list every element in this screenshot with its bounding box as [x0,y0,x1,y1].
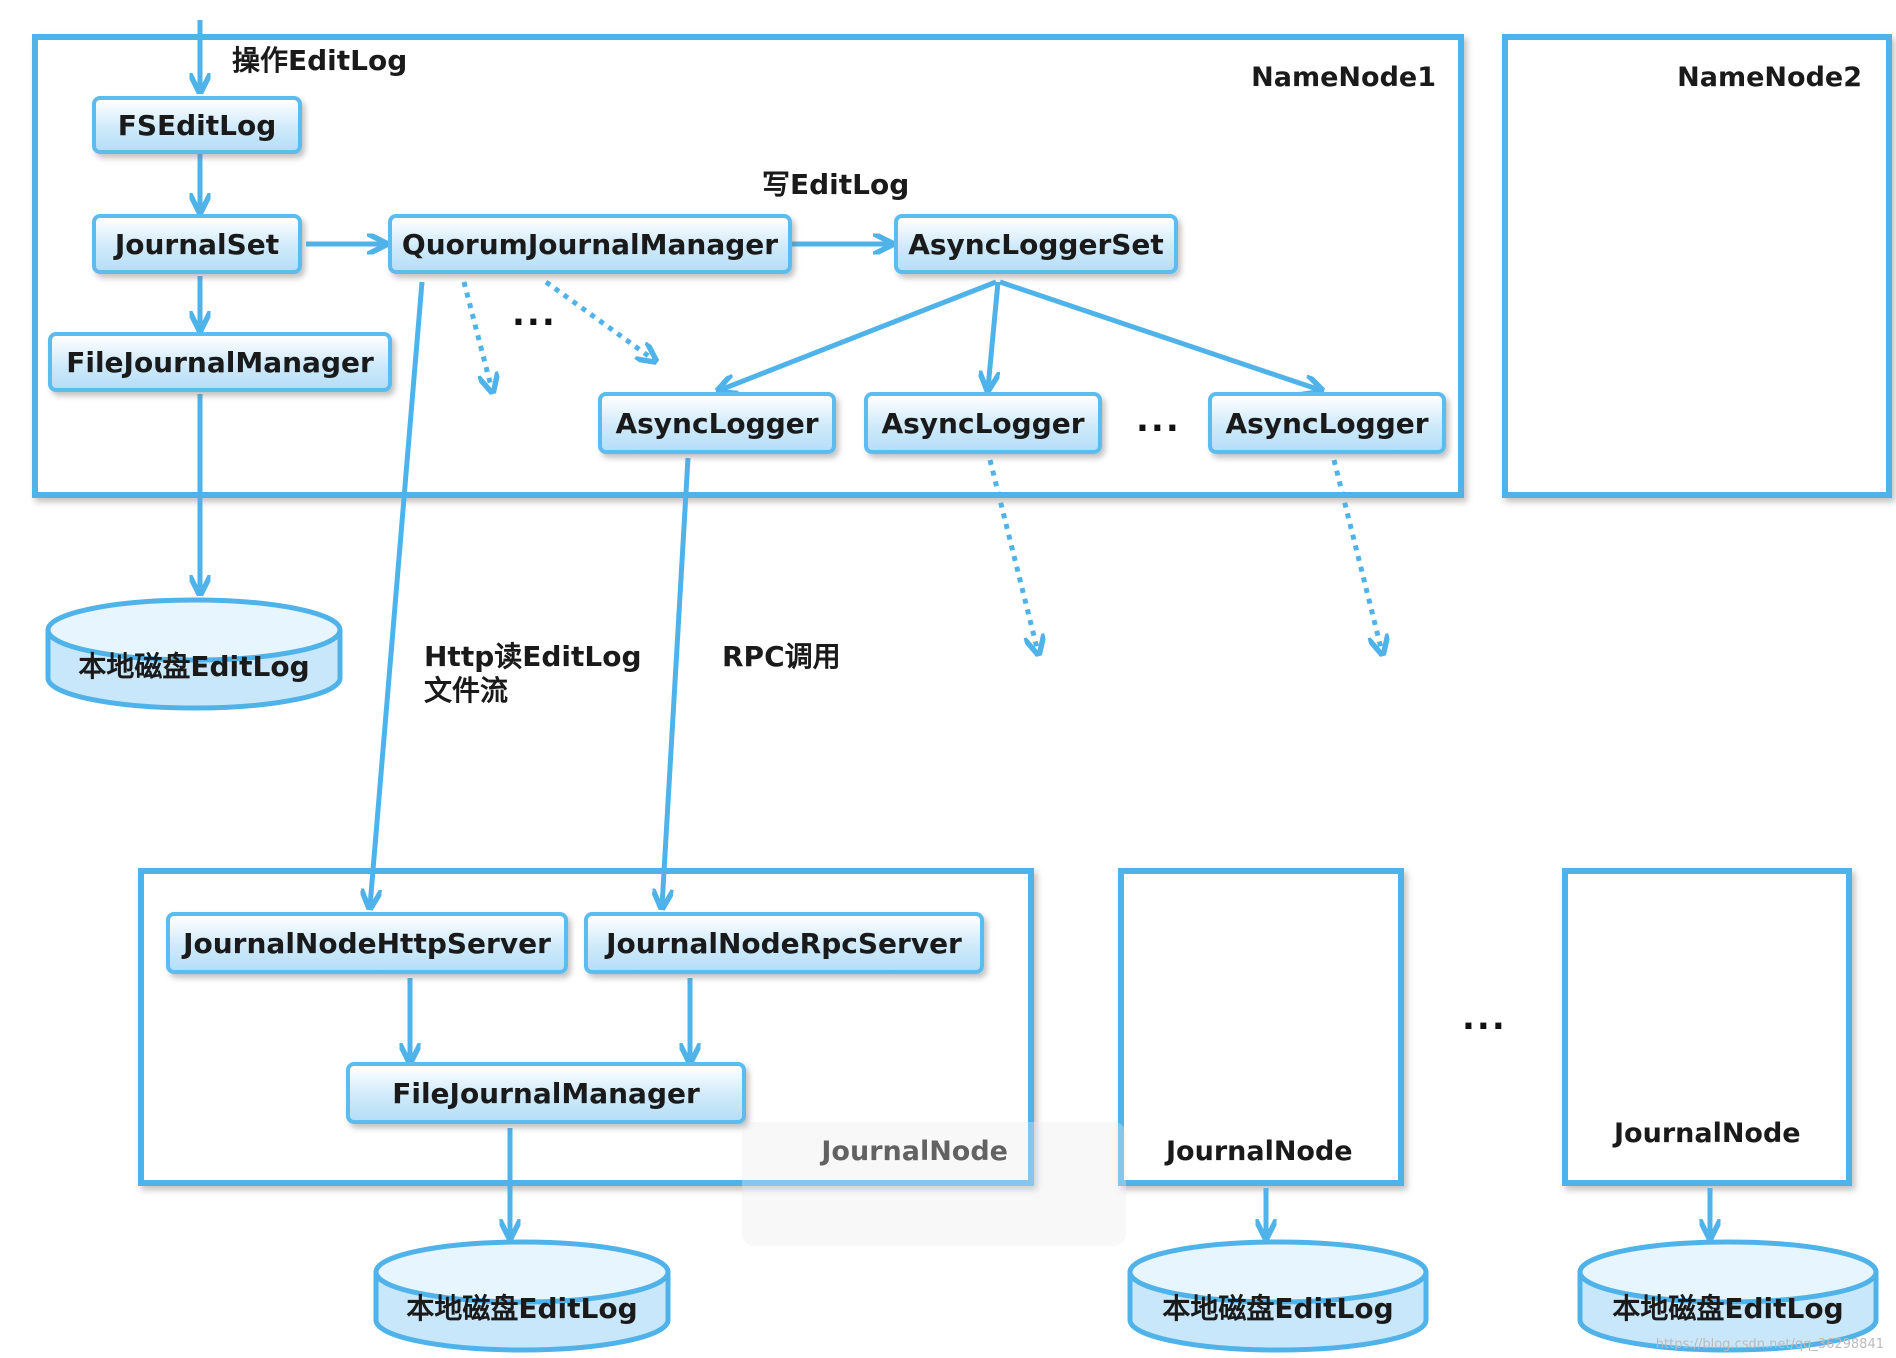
journalnode-http-server-node: JournalNodeHttpServer [166,912,568,974]
http-read-label-line1: Http读EditLog [424,640,642,673]
dotted-arrow-logger2-out [987,459,1038,652]
disk-nn: 本地磁盘EditLog [45,597,343,711]
disk-jn2-label: 本地磁盘EditLog [1162,1292,1393,1325]
namenode1-label: NameNode1 [1251,62,1436,93]
asyncloggerset-node: AsyncLoggerSet [894,214,1178,274]
disk-nn-label: 本地磁盘EditLog [78,650,309,683]
disk-jn1-label: 本地磁盘EditLog [406,1292,637,1325]
fseditlog-node: FSEditLog [92,96,302,154]
quorumjournalmanager-node: QuorumJournalManager [388,214,792,274]
dotted-arrow-quorum-1 [461,281,492,390]
arrow-set-to-logger3 [999,279,1320,390]
filejournalmanager-nn-node: FileJournalManager [48,332,392,392]
journalnode-main-label: JournalNode [821,1136,1008,1167]
disk-jn2: 本地磁盘EditLog [1127,1239,1429,1353]
http-read-label-line2: 文件流 [424,674,509,707]
dotted-arrow-quorum-2 [544,279,654,360]
filejournalmanager-jn-node: FileJournalManager [346,1062,746,1124]
floating-toolbar-ghost [742,1122,1126,1246]
disk-jn3: 本地磁盘EditLog [1577,1239,1879,1353]
ellipsis-quorum: ... [512,294,557,334]
write-editlog-label: 写EditLog [762,168,910,201]
journalset-node: JournalSet [92,214,302,274]
journalnode-rpc-server-node: JournalNodeRpcServer [584,912,984,974]
arrow-logger1-to-rpcserver [662,457,691,906]
namenode2-container: NameNode2 [1502,34,1892,498]
operate-editlog-label: 操作EditLog [232,44,408,77]
namenode2-label: NameNode2 [1677,62,1862,93]
arrow-quorum-to-httpserver [370,281,425,906]
dotted-arrow-logger3-out [1331,459,1382,652]
asynclogger-3-node: AsyncLogger [1208,392,1446,454]
arrow-set-to-logger1 [720,279,997,390]
watermark-text: https://blog.csdn.net/qq_36298841 [1655,1337,1884,1352]
rpc-call-label: RPC调用 [722,640,841,673]
ellipsis-journalnodes: ... [1462,998,1507,1038]
journalnode-3-container: JournalNode [1562,868,1852,1186]
asynclogger-2-node: AsyncLogger [864,392,1102,454]
arrow-set-to-logger2 [988,281,1001,388]
disk-jn1: 本地磁盘EditLog [373,1239,671,1353]
journalnode-3-label: JournalNode [1614,1118,1801,1149]
journalnode-2-container: JournalNode [1118,868,1404,1186]
journalnode-2-label: JournalNode [1166,1136,1353,1167]
asynclogger-1-node: AsyncLogger [598,392,836,454]
ellipsis-loggers: ... [1136,400,1181,440]
disk-jn3-label: 本地磁盘EditLog [1612,1292,1843,1325]
